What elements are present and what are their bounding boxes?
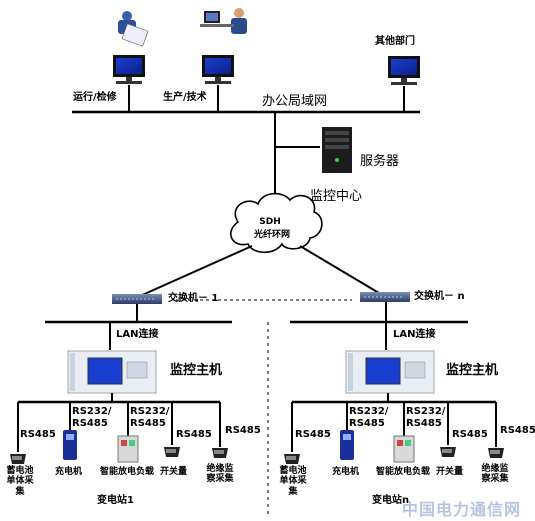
port-3-label: RS232/ RS485 <box>406 406 446 429</box>
dev-3-label: 智能放电负载 <box>100 467 155 477</box>
charger-n-icon <box>340 430 354 460</box>
switch-n-icon <box>360 292 410 302</box>
port-5-label: RS485 <box>500 425 535 436</box>
port-5-label: RS485 <box>225 425 261 436</box>
dev-2-label: 充电机 <box>55 467 83 477</box>
cloud-label-2: 光纤环网 <box>253 230 291 240</box>
switch-1-icon <box>112 294 162 304</box>
station-1-name: 变电站1 <box>97 495 134 506</box>
dev-5-label: 绝缘监察采集 <box>481 464 509 485</box>
switch-n-label: 交换机－ n <box>414 291 465 302</box>
dev-5-label: 绝缘监察采集 <box>206 464 234 485</box>
discharge-load-n-icon <box>393 435 415 463</box>
dev-1-label: 蓄电池单体采集 <box>6 466 34 497</box>
ops-workstation-icon <box>113 11 149 84</box>
other-dept-label: 其他部门 <box>375 36 415 47</box>
insulation-1-icon <box>212 448 228 458</box>
watermark: 中国电力通信网 <box>402 500 522 519</box>
other-dept-workstation-icon <box>388 56 420 85</box>
battery-collector-n-icon <box>284 454 300 464</box>
dev-4-label: 开关量 <box>160 467 188 477</box>
lan-conn-n-label: LAN连接 <box>393 329 436 340</box>
station-n-name: 变电站n <box>372 495 410 506</box>
port-3-label: RS232/ RS485 <box>130 406 170 429</box>
discharge-load-1-icon <box>117 435 139 463</box>
lan-label: 办公局域网 <box>262 94 328 109</box>
prod-workstation-icon <box>200 8 247 84</box>
charger-1-icon <box>63 430 77 460</box>
port-4-label: RS485 <box>452 429 488 440</box>
dev-1-label: 蓄电池单体采集 <box>279 466 307 497</box>
host-1-label: 监控主机 <box>170 363 223 378</box>
dev-2-label: 充电机 <box>332 467 360 477</box>
switch-qty-1-icon <box>164 447 180 457</box>
port-2-label: RS232/ RS485 <box>72 406 112 429</box>
insulation-n-icon <box>488 448 504 458</box>
battery-collector-1-icon <box>10 454 26 464</box>
host-n-label: 监控主机 <box>446 363 499 378</box>
switch-qty-n-icon <box>440 447 456 457</box>
server-icon <box>322 127 352 173</box>
prod-label: 生产/技术 <box>163 92 207 103</box>
ops-label: 运行/检修 <box>73 92 117 103</box>
port-2-label: RS232/ RS485 <box>349 406 389 429</box>
host-n-icon <box>345 350 435 394</box>
dev-3-label: 智能放电负载 <box>376 467 431 477</box>
port-1-label: RS485 <box>20 429 56 440</box>
center-label: 监控中心 <box>310 189 363 204</box>
cloud-label-1: SDH <box>259 217 281 227</box>
port-1-label: RS485 <box>295 429 331 440</box>
host-1-icon <box>67 350 157 394</box>
switch-1-label: 交换机－ 1 <box>168 293 219 304</box>
port-4-label: RS485 <box>176 429 212 440</box>
server-label: 服务器 <box>360 154 400 169</box>
dev-4-label: 开关量 <box>436 467 464 477</box>
lan-conn-1-label: LAN连接 <box>116 329 159 340</box>
